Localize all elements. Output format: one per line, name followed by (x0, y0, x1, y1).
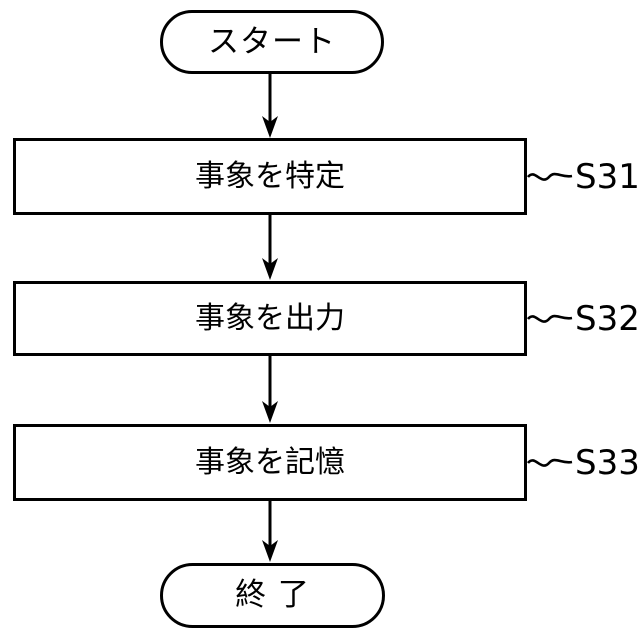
node-end[interactable]: 終 了 (160, 563, 385, 628)
down-arrow-icon (262, 401, 278, 423)
edge-s31-to-s32 (262, 214, 278, 280)
edge-s32-to-s33 (262, 356, 278, 423)
node-s32[interactable]: 事象を出力 (13, 281, 527, 356)
node-s33-label: 事象を記憶 (195, 444, 345, 480)
down-arrow-icon (262, 258, 278, 280)
squiggle-leader-icon (527, 314, 573, 323)
edge-start-to-s31 (262, 72, 278, 138)
down-arrow-icon (262, 540, 278, 562)
squiggle-leader-icon (527, 458, 573, 467)
step-ref-s32-label: S32 (575, 299, 640, 339)
step-ref-s31-label: S31 (575, 157, 640, 197)
step-ref-s32: S32 (527, 297, 640, 341)
node-s32-label: 事象を出力 (195, 300, 345, 336)
node-s31[interactable]: 事象を特定 (13, 138, 527, 215)
step-ref-s33: S33 (527, 441, 640, 485)
node-end-label: 終 了 (235, 577, 310, 613)
edge-s33-to-end (262, 500, 278, 562)
step-ref-s31: S31 (527, 155, 640, 199)
down-arrow-icon (262, 116, 278, 138)
squiggle-leader-icon (527, 172, 573, 181)
node-start[interactable]: スタート (160, 10, 384, 74)
node-start-label: スタート (208, 23, 336, 60)
step-ref-s33-label: S33 (575, 443, 640, 483)
node-s33[interactable]: 事象を記憶 (13, 424, 527, 501)
node-s31-label: 事象を特定 (195, 158, 345, 194)
